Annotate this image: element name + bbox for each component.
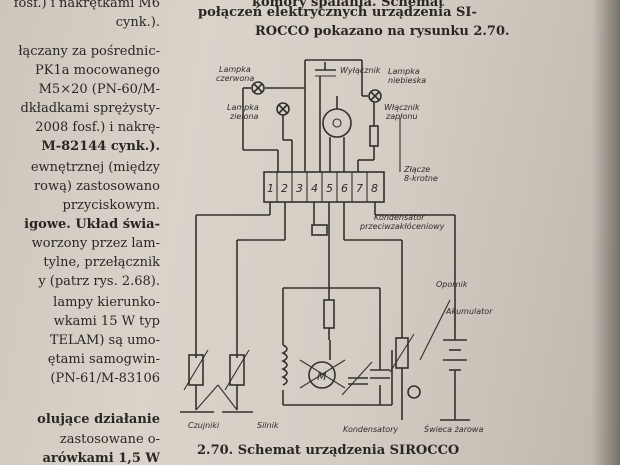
left-text-line: arówkami 1,5 W: [42, 451, 160, 465]
connector-block: [263, 171, 385, 203]
page-edge-shadow: [592, 0, 620, 465]
ignition-switch-symbol: [322, 96, 379, 147]
sensor-right-symbol: [195, 349, 253, 413]
terminal-label: 5: [326, 182, 333, 195]
label-zlacze-2: 8-krotne: [404, 174, 438, 183]
label-kondensatory: Kondensatory: [343, 425, 398, 434]
left-text-line: cynk.).: [115, 15, 160, 30]
left-text-line: fosf.) i nakrętkami M6: [13, 0, 160, 11]
battery-symbol: [440, 305, 470, 421]
resistor-symbol: [389, 299, 451, 420]
motor-label: M: [317, 370, 327, 383]
label-silnik: Silnik: [257, 421, 279, 430]
right-header-line: komory spalania. Schemat: [252, 0, 445, 10]
left-text-line: ewnętrznej (między: [30, 160, 160, 175]
label-wlacznik-zaplonu-2: zapłonu: [385, 112, 418, 121]
terminal-label: 4: [311, 182, 318, 195]
left-text-line: M-82144 cynk.).: [41, 139, 160, 154]
left-text-line: olujące działanie: [37, 412, 160, 427]
label-lampka-zielona-1: Lampka: [227, 103, 259, 112]
motor-coil-symbol: [281, 344, 288, 386]
label-lampka-niebieska-2: niebieska: [388, 76, 426, 85]
left-text-line: zastosowane o-: [59, 432, 160, 447]
terminal-label: 2: [281, 182, 288, 195]
label-kondensator-2: przeciwzakłóceniowy: [359, 221, 445, 231]
figure-caption: 2.70. Schemat urządzenia SIROCCO: [197, 443, 460, 458]
right-header-line: ROCCO pokazano na rysunku 2.70.: [255, 24, 510, 39]
left-text-line: PK1a mocowanego: [35, 63, 160, 78]
left-text-line: wkami 15 W typ: [53, 314, 160, 329]
left-text-line: worzony przez lam-: [31, 236, 160, 251]
green-lamp-symbol: [276, 102, 290, 116]
label-czujniki: Czujniki: [188, 421, 220, 430]
main-switch-symbol: [315, 62, 336, 77]
terminal-label: 6: [341, 182, 348, 195]
label-lampka-czerwona-1: Lampka: [219, 65, 251, 74]
sensor-left-symbol: [180, 349, 214, 413]
left-text-line: przyciskowym.: [62, 198, 160, 213]
blue-lamp-symbol: [368, 89, 382, 103]
label-wlacznik-zaplonu-1: Włącznik: [384, 103, 420, 112]
left-text-line: 2008 fosf.) i nakrę-: [35, 120, 160, 135]
label-zlacze-1: Złącze: [403, 165, 430, 174]
label-wylacznik: Wyłącznik: [340, 66, 381, 75]
upper-wiring: [242, 59, 375, 172]
label-akumulator: Akumulator: [445, 307, 493, 316]
label-kondensator-1: Kondensator: [374, 213, 425, 222]
left-text-line: TELAM) są umo-: [49, 333, 160, 348]
label-swieca: Świeca żarowa: [424, 423, 483, 434]
label-opornik: Opornik: [436, 280, 468, 289]
left-text-line: lampy kierunko-: [53, 295, 160, 310]
left-text-line: tylne, przełącznik: [43, 255, 160, 270]
terminal-label: 3: [296, 182, 303, 195]
lower-wiring: [195, 118, 456, 406]
left-text-line: igowe. Układ świa-: [24, 217, 160, 232]
terminal-label: 1: [267, 182, 274, 195]
left-text-line: M5×20 (PN-60/M-: [38, 82, 160, 97]
red-lamp-symbol: [251, 81, 265, 95]
label-lampka-zielona-2: zielona: [229, 112, 259, 121]
left-text-line: rową) zastosowano: [33, 179, 160, 194]
capacitor-symbols: [341, 361, 390, 396]
left-text-line: ętami samogwin-: [47, 352, 160, 367]
left-text-line: y (patrz rys. 2.68).: [38, 274, 160, 289]
terminal-label: 7: [356, 182, 363, 195]
terminal-label: 8: [371, 182, 378, 195]
right-header-line: połączeń elektrycznych urządzenia SI-: [198, 5, 477, 20]
label-lampka-czerwona-2: czerwona: [216, 74, 254, 83]
left-text-line: łączany za pośrednic-: [18, 44, 160, 59]
left-text-line: (PN-61/M-83106: [50, 371, 160, 386]
motor-symbol: [299, 359, 346, 389]
label-lampka-niebieska-1: Lampka: [388, 67, 420, 76]
left-text-line: dkładkami sprężysty-: [20, 101, 160, 116]
